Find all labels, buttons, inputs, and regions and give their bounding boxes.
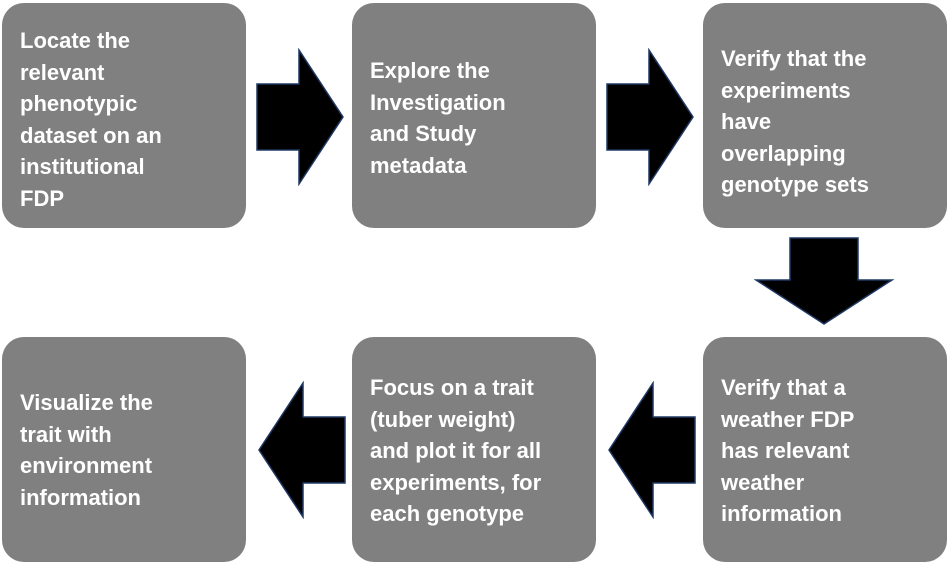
left-arrow-icon [608,381,696,519]
right-arrow-icon [256,48,344,186]
step-text: Locate the relevant phenotypic dataset o… [20,28,162,211]
step-text: Explore the Investigation and Study meta… [370,58,506,178]
step-text: Focus on a trait (tuber weight) and plot… [370,375,542,526]
step-box-locate-dataset: Locate the relevant phenotypic dataset o… [2,3,246,228]
down-arrow-icon [754,237,895,325]
step-box-focus-trait: Focus on a trait (tuber weight) and plot… [352,337,596,562]
step-text: Verify that the experiments have overlap… [721,46,869,197]
right-arrow-icon [606,48,694,186]
step-box-visualize-trait: Visualize the trait with environment inf… [2,337,246,562]
step-box-verify-weather-fdp: Verify that a weather FDP has relevant w… [703,337,947,562]
step-text: Verify that a weather FDP has relevant w… [721,375,855,526]
step-box-verify-genotype-sets: Verify that the experiments have overlap… [703,3,947,228]
left-arrow-icon [258,381,346,519]
step-box-explore-metadata: Explore the Investigation and Study meta… [352,3,596,228]
step-text: Visualize the trait with environment inf… [20,390,153,510]
